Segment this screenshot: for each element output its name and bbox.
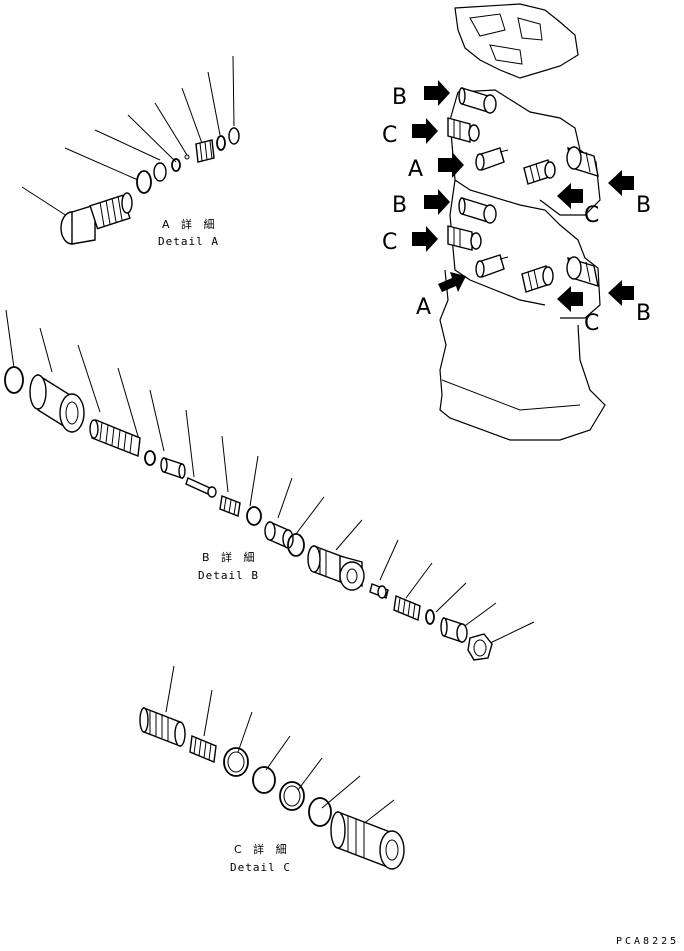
arrow-c-3 [412,226,438,252]
detail-a-plug [228,127,240,145]
detail-b-sleeve [29,373,85,433]
port-label-a-2: A [416,295,431,320]
fitting-a-lower [475,254,509,278]
detail-b-o-ring-1 [4,366,24,394]
fitting-b-upper-left [458,87,497,114]
port-label-c-3: C [382,230,397,255]
detail-a-small-ring [171,158,181,172]
detail-b-retainer [264,520,294,550]
arrow-a-1 [438,152,464,178]
detail-b-caption-en: Detail B [198,569,259,582]
detail-b-pin [185,477,217,498]
detail-b-caption-jp: B 詳 細 [202,550,259,564]
fitting-a-upper [475,147,509,171]
detail-a-backup-ring [153,162,167,182]
valve-body [449,89,601,319]
fitting-c-upper-right [523,159,556,185]
fitting-b-lower-left [458,197,497,224]
arrow-c-1 [412,118,438,144]
detail-c-plug-body [330,810,405,870]
detail-c-backup-ring-1 [223,747,249,777]
detail-c-spring [189,734,217,764]
detail-c-o-ring-2 [308,797,332,827]
fitting-c-upper-left [447,117,480,143]
detail-b-plug-body [307,544,365,591]
detail-c-group: C 詳 細 Detail C [139,665,405,874]
detail-c-caption-en: Detail C [230,861,291,874]
fitting-c-lower-left [447,225,482,251]
detail-b-ring-1 [144,450,156,466]
port-label-b-1: B [392,85,407,110]
detail-b-piston [160,457,186,479]
detail-c-caption-jp: C 詳 細 [234,842,291,856]
port-label-b-4: B [636,301,651,326]
detail-c-backup-ring-2 [279,781,305,811]
valve-assembly: B C A C B B C A C B [382,3,651,441]
detail-b-o-ring-2 [287,533,305,557]
detail-b-group: B 詳 細 Detail B [4,309,535,661]
detail-a-spring [195,139,215,163]
port-label-c-2: C [584,203,599,228]
detail-b-ring-2 [246,506,262,526]
arrow-b-1 [424,80,450,106]
arrow-c-4 [557,286,583,312]
detail-c-o-ring-1 [252,766,276,794]
port-label-b-2: B [636,193,651,218]
arrow-c-2 [557,183,583,209]
port-label-a-1: A [408,157,423,182]
arrow-a-2 [438,272,466,292]
port-label-c-1: C [382,123,397,148]
detail-a-caption-en: Detail A [158,235,219,248]
detail-a-group: A 詳 細 Detail A [21,55,240,248]
detail-c-cartridge [139,706,186,748]
arrow-b-2 [608,170,634,196]
detail-b-ring-3 [425,609,435,625]
valve-top-cover [454,3,579,79]
arrow-b-3 [424,189,450,215]
detail-a-seal [216,135,226,151]
fitting-c-lower-right [521,265,554,293]
detail-b-spring-1 [219,495,241,517]
port-label-b-3: B [392,193,407,218]
detail-b-lock-nut [467,633,493,661]
detail-a-cartridge [60,192,133,245]
port-label-c-4: C [584,311,599,336]
drawing-code: PCA8225 [616,936,679,947]
detail-a-o-ring [136,170,152,194]
fitting-b-upper-right [566,146,599,178]
arrow-b-4 [608,280,634,306]
detail-b-spool [89,419,141,457]
detail-b-spring-2 [393,595,421,621]
detail-a-ball [184,154,190,160]
detail-b-adjust-screw [440,617,468,643]
fitting-b-lower-right [566,256,599,288]
detail-a-caption-jp: A 詳 細 [162,217,219,231]
detail-b-poppet [369,583,389,599]
